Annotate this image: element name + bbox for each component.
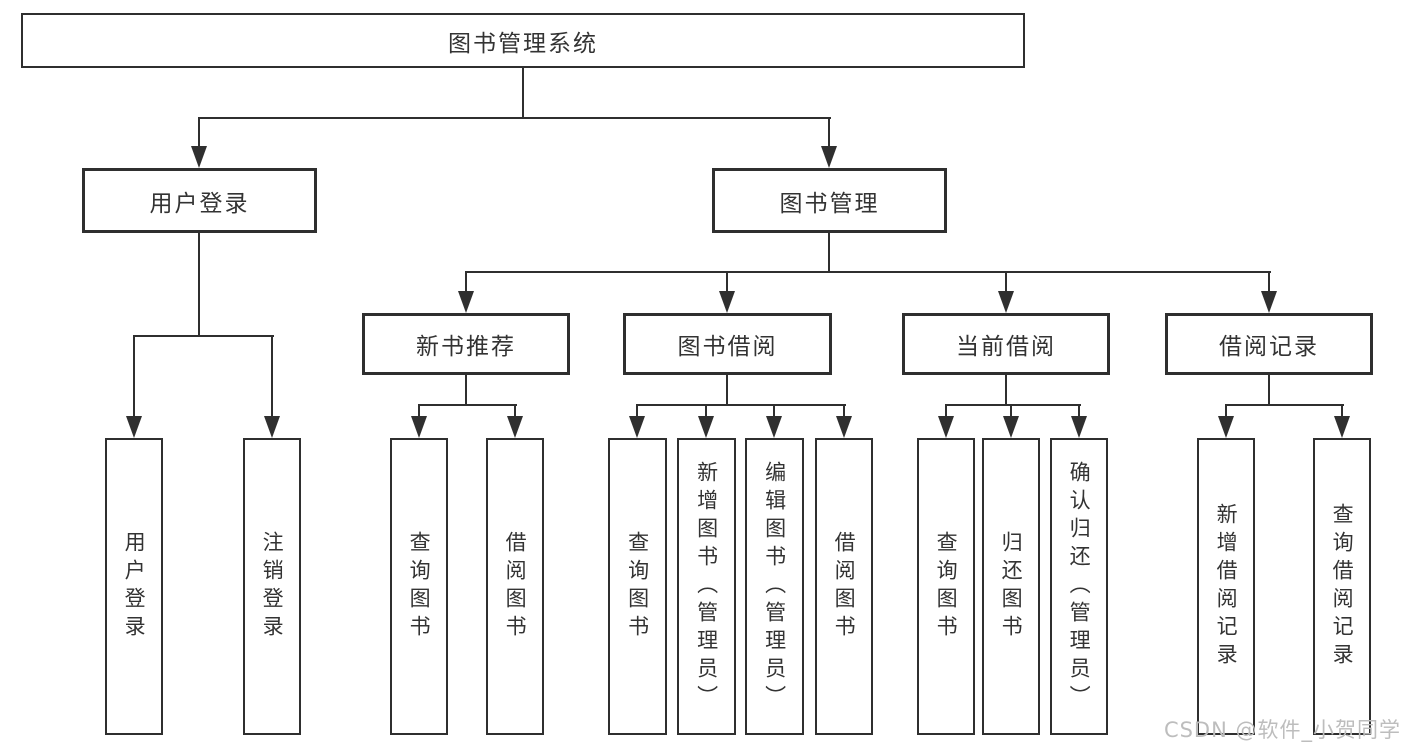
arrow-down-icon xyxy=(698,416,714,438)
leaf-query-books-borrow-label: 查询图书 xyxy=(625,530,650,643)
connector-line xyxy=(198,117,200,150)
leaf-add-book-admin-label: 新增图书（管理员） xyxy=(694,460,719,713)
leaf-confirm-return-admin: 确认归还（管理员） xyxy=(1050,438,1108,735)
connector-line xyxy=(1225,404,1344,406)
node-book-management-label: 图书管理 xyxy=(779,190,880,217)
connector-line xyxy=(198,117,831,119)
leaf-query-books-recommend: 查询图书 xyxy=(390,438,448,735)
arrow-down-icon xyxy=(264,416,280,438)
arrow-down-icon xyxy=(1218,416,1234,438)
connector-line xyxy=(843,404,845,418)
connector-line xyxy=(1341,404,1343,418)
connector-line xyxy=(636,404,846,406)
node-user-login-label: 用户登录 xyxy=(149,190,250,217)
leaf-query-borrow-record: 查询借阅记录 xyxy=(1313,438,1371,735)
connector-line xyxy=(726,375,728,405)
connector-line xyxy=(945,404,1081,406)
node-user-login: 用户登录 xyxy=(82,168,317,233)
connector-line xyxy=(1268,271,1270,293)
watermark: CSDN @软件_小贺同学 xyxy=(1163,718,1401,742)
leaf-edit-book-admin-label: 编辑图书（管理员） xyxy=(762,460,787,713)
connector-line xyxy=(636,404,638,418)
node-borrow-records: 借阅记录 xyxy=(1165,313,1373,375)
connector-line xyxy=(828,233,830,272)
leaf-edit-book-admin: 编辑图书（管理员） xyxy=(745,438,804,735)
leaf-query-borrow-record-label: 查询借阅记录 xyxy=(1330,502,1355,671)
arrow-down-icon xyxy=(938,416,954,438)
node-book-borrow-label: 图书借阅 xyxy=(677,334,778,360)
connector-line xyxy=(1268,375,1270,405)
arrow-down-icon xyxy=(191,146,207,168)
connector-line xyxy=(1078,404,1080,418)
leaf-borrow-books-recommend-label: 借阅图书 xyxy=(503,530,528,643)
node-root: 图书管理系统 xyxy=(21,13,1025,68)
arrow-down-icon xyxy=(998,291,1014,313)
leaf-borrow-books-recommend: 借阅图书 xyxy=(486,438,544,735)
arrow-down-icon xyxy=(1334,416,1350,438)
node-current-borrow-label: 当前借阅 xyxy=(956,334,1056,360)
connector-line xyxy=(133,335,135,418)
leaf-logout-label: 注销登录 xyxy=(260,530,285,643)
arrow-down-icon xyxy=(507,416,523,438)
leaf-borrow-books-label: 借阅图书 xyxy=(832,530,857,643)
leaf-add-borrow-record-label: 新增借阅记录 xyxy=(1214,502,1239,671)
leaf-borrow-books: 借阅图书 xyxy=(815,438,873,735)
connector-line xyxy=(465,271,1271,273)
connector-line xyxy=(1010,404,1012,418)
leaf-return-book: 归还图书 xyxy=(982,438,1040,735)
arrow-down-icon xyxy=(1071,416,1087,438)
leaf-query-books-recommend-label: 查询图书 xyxy=(407,530,432,643)
connector-line xyxy=(828,117,830,150)
connector-line xyxy=(1005,271,1007,293)
connector-line xyxy=(271,335,273,418)
arrow-down-icon xyxy=(629,416,645,438)
connector-line xyxy=(522,68,524,119)
node-borrow-records-label: 借阅记录 xyxy=(1219,334,1319,360)
leaf-query-books-current-label: 查询图书 xyxy=(934,530,959,643)
arrow-down-icon xyxy=(411,416,427,438)
connector-line xyxy=(514,404,516,418)
connector-line xyxy=(133,335,274,337)
connector-line xyxy=(465,375,467,405)
leaf-confirm-return-admin-label: 确认归还（管理员） xyxy=(1067,460,1092,713)
node-book-borrow: 图书借阅 xyxy=(623,313,832,375)
arrow-down-icon xyxy=(766,416,782,438)
connector-line xyxy=(1225,404,1227,418)
leaf-query-books-borrow: 查询图书 xyxy=(608,438,667,735)
arrow-down-icon xyxy=(126,416,142,438)
arrow-down-icon xyxy=(719,291,735,313)
arrow-down-icon xyxy=(458,291,474,313)
connector-line xyxy=(1005,375,1007,405)
connector-line xyxy=(726,271,728,293)
node-new-book-recommend-label: 新书推荐 xyxy=(416,334,516,360)
connector-line xyxy=(465,271,467,293)
connector-line xyxy=(418,404,420,418)
node-book-management: 图书管理 xyxy=(712,168,947,233)
leaf-user-login-label: 用户登录 xyxy=(122,530,147,643)
leaf-add-borrow-record: 新增借阅记录 xyxy=(1197,438,1255,735)
connector-line xyxy=(945,404,947,418)
arrow-down-icon xyxy=(1261,291,1277,313)
arrow-down-icon xyxy=(836,416,852,438)
node-current-borrow: 当前借阅 xyxy=(902,313,1110,375)
connector-line xyxy=(773,404,775,418)
leaf-return-book-label: 归还图书 xyxy=(999,530,1024,643)
connector-line xyxy=(198,233,200,336)
leaf-add-book-admin: 新增图书（管理员） xyxy=(677,438,736,735)
node-new-book-recommend: 新书推荐 xyxy=(362,313,570,375)
arrow-down-icon xyxy=(1003,416,1019,438)
connector-line xyxy=(418,404,517,406)
arrow-down-icon xyxy=(821,146,837,168)
node-root-label: 图书管理系统 xyxy=(448,30,598,57)
connector-line xyxy=(705,404,707,418)
leaf-user-login: 用户登录 xyxy=(105,438,163,735)
leaf-logout: 注销登录 xyxy=(243,438,301,735)
leaf-query-books-current: 查询图书 xyxy=(917,438,975,735)
